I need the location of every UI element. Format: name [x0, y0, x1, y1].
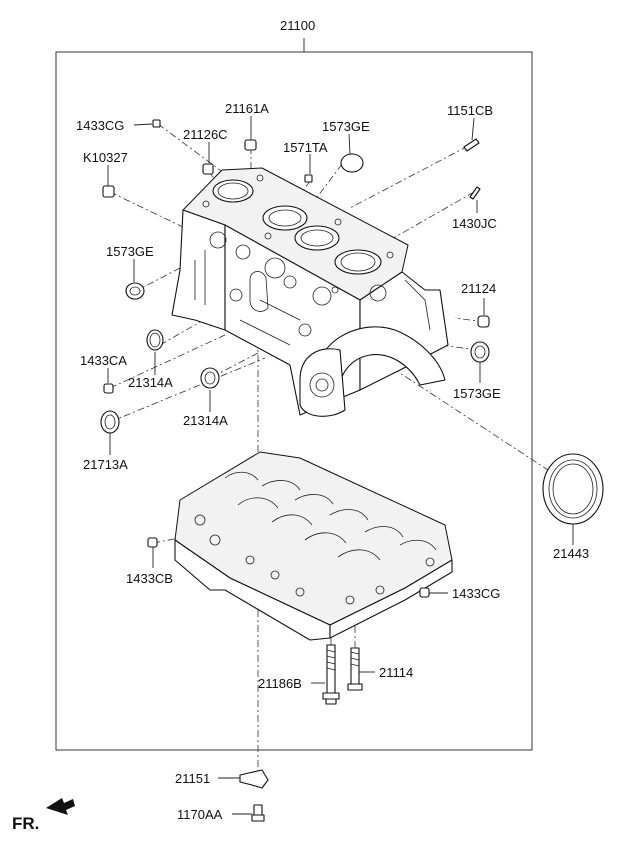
callout-21114: 21114: [379, 665, 413, 680]
front-label: FR.: [12, 814, 39, 833]
callout-1573ge-top: 1573GE: [322, 119, 370, 134]
callout-1433cg-top: 1433CG: [76, 118, 124, 133]
plug-1433ca: [103, 383, 114, 394]
lower-crankcase: [174, 451, 453, 641]
plug-21161a: [244, 139, 257, 151]
callout-1433cg-bottom: 1433CG: [452, 586, 500, 601]
dowel-k10327: [102, 185, 115, 198]
callout-21151: 21151: [175, 771, 210, 786]
front-direction-arrow: [46, 798, 75, 815]
leader-lines: [107, 116, 574, 815]
assembly-frame: [55, 38, 533, 751]
pin-1151cb: [463, 138, 480, 152]
callout-1573ge-right: 1573GE: [453, 386, 501, 401]
callout-k10327: K10327: [83, 150, 128, 165]
bolt-1170aa: [251, 804, 265, 822]
callout-21126c: 21126C: [183, 127, 228, 142]
small-parts: [100, 119, 604, 822]
dowel-1433cb: [147, 537, 158, 548]
plug-1433cg-bottom: [419, 587, 430, 598]
callout-21161a: 21161A: [225, 101, 269, 116]
cap-1573ge-top: [340, 153, 364, 173]
plug-1433cg-top: [152, 119, 161, 128]
bolt-21114: [347, 647, 363, 691]
rear-oil-seal-21443: [542, 453, 604, 525]
callout-1571ta: 1571TA: [283, 140, 328, 155]
seal-21314a-left: [146, 329, 164, 351]
callout-1151cb: 1151CB: [447, 103, 493, 118]
callout-1430jc: 1430JC: [452, 216, 497, 231]
callout-21314a-left: 21314A: [128, 375, 173, 390]
callout-1573ge-left: 1573GE: [106, 244, 154, 259]
plug-1571ta: [304, 174, 313, 183]
bolt-21186b: [322, 644, 340, 705]
callout-21314a-mid: 21314A: [183, 413, 228, 428]
cap-1573ge-left: [125, 282, 145, 300]
callout-1433cb: 1433CB: [126, 571, 173, 586]
assembly-number: 21100: [280, 18, 315, 33]
seal-21314a-mid: [200, 367, 220, 389]
callout-21124: 21124: [461, 281, 496, 296]
bracket-21151: [239, 769, 269, 789]
seal-21713a: [100, 410, 120, 434]
callout-1433ca: 1433CA: [80, 353, 127, 368]
callout-1170aa: 1170AA: [177, 807, 223, 822]
callout-21186b: 21186B: [258, 676, 302, 691]
plug-21124: [477, 315, 490, 328]
dowel-21126c: [202, 163, 214, 175]
callout-21443: 21443: [553, 546, 589, 561]
cylinder-block: [171, 167, 449, 417]
pin-1430jc: [469, 186, 481, 200]
cap-1573ge-right: [470, 341, 490, 363]
callout-21713a: 21713A: [83, 457, 128, 472]
